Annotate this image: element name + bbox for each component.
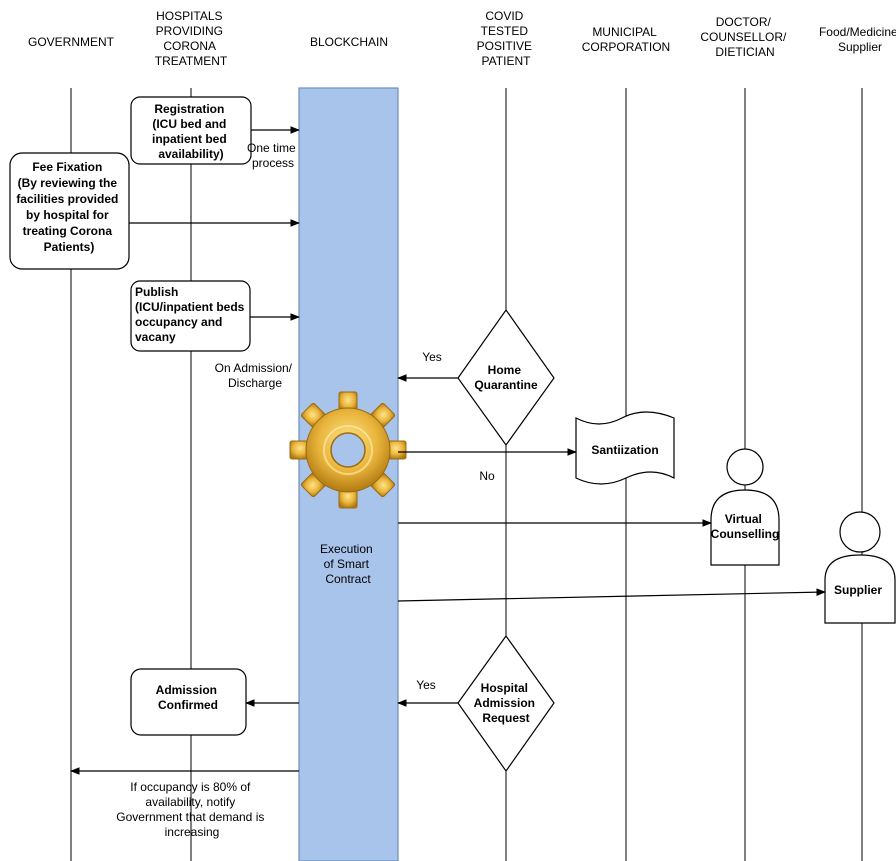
supplier-label: Supplier	[834, 583, 882, 597]
person-icon	[710, 448, 780, 566]
sanitization-node	[575, 411, 675, 485]
fee-fixation-node	[9, 152, 130, 270]
fee-fixation-label: Fee Fixation (By reviewing the facilitie…	[16, 160, 121, 254]
lane-header-patient: COVID TESTED POSITIVE PATIENT	[477, 9, 536, 68]
publish-node	[130, 280, 251, 352]
person-icon	[824, 511, 896, 624]
admission-confirmed-label: Admission Confirmed	[156, 683, 221, 712]
registration-label: Registration (ICU bed and inpatient bed …	[152, 102, 230, 161]
notify-government-label: If occupancy is 80% of availability, not…	[116, 780, 267, 839]
hospital-admission-node	[457, 634, 555, 773]
contract-label: Execution of Smart Contract	[320, 542, 376, 586]
sanitization-label: Santiization	[591, 443, 658, 457]
home-quarantine-label: Home Quarantine	[474, 363, 538, 392]
yes-hospital-label: Yes	[416, 678, 436, 692]
home-quarantine-node	[457, 308, 555, 447]
lane-header-doctor: DOCTOR/ COUNSELLOR/ DIETICIAN	[700, 15, 789, 59]
one-time-label: One time process	[247, 141, 299, 170]
arrow-blockchain-to-supplier	[397, 588, 826, 602]
no-label: No	[479, 469, 495, 483]
lane-header-blockchain: BLOCKCHAIN	[310, 35, 388, 49]
lane-header-municipal: MUNICIPAL CORPORATION	[582, 25, 670, 54]
virtual-counselling-label: Virtual Counselling	[711, 512, 780, 541]
yes-home-label: Yes	[422, 350, 442, 364]
lane-header-government: GOVERNMENT	[28, 35, 115, 49]
publish-label: Publish (ICU/inpatient beds occupancy an…	[135, 285, 248, 344]
on-admission-label: On Admission/ Discharge	[215, 361, 296, 390]
gear-icon	[289, 391, 407, 509]
lane-header-hospitals: HOSPITALS PROVIDING CORONA TREATMENT	[155, 9, 228, 68]
lane-header-supplier: Food/Medicine Supplier	[819, 25, 896, 54]
hospital-admission-label: Hospital Admission Request	[474, 681, 539, 725]
